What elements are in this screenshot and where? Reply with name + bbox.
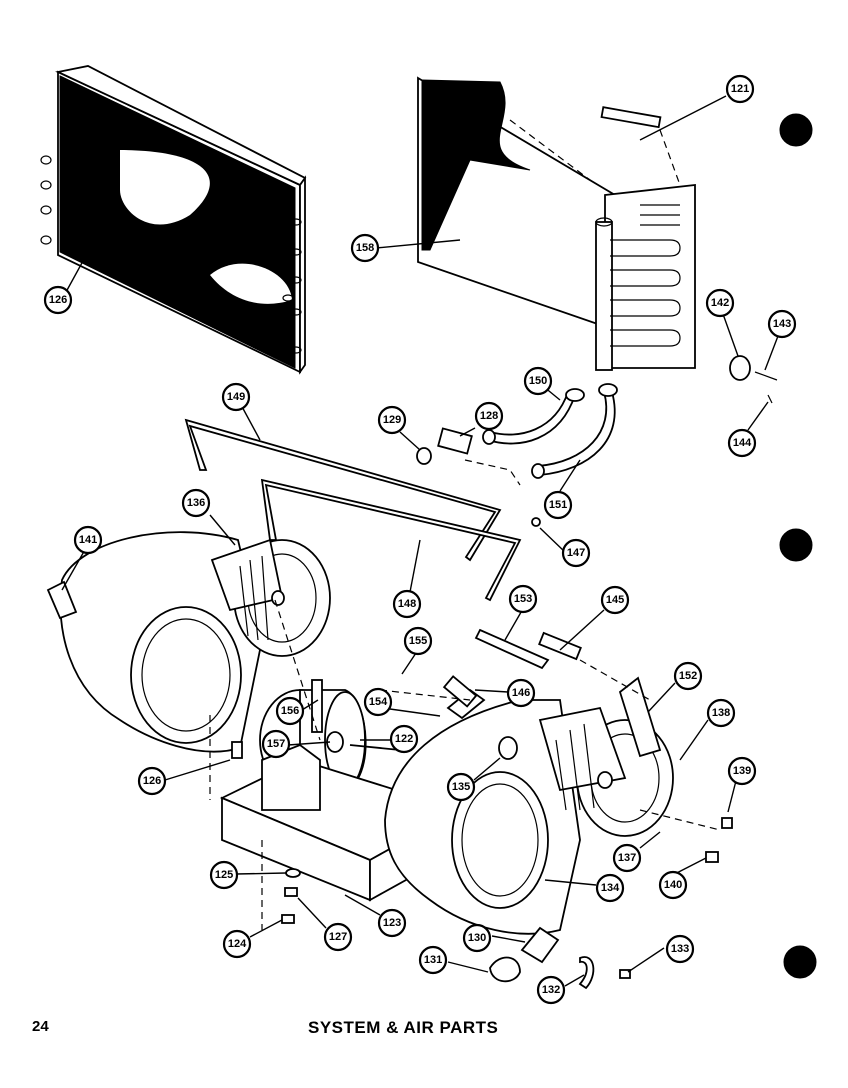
callout-154: 154: [363, 687, 393, 717]
svg-text:135: 135: [452, 781, 470, 793]
callout-153: 153: [508, 584, 538, 614]
callout-133: 133: [665, 934, 695, 964]
punch-hole-3: [783, 945, 817, 979]
svg-text:147: 147: [567, 547, 585, 559]
callout-130: 130: [462, 923, 492, 953]
svg-text:139: 139: [733, 765, 751, 777]
callout-129: 129: [377, 405, 407, 435]
svg-text:145: 145: [606, 594, 624, 606]
callout-142: 142: [705, 288, 735, 318]
callout-146: 146: [506, 678, 536, 708]
left-blower-wheel: [210, 538, 331, 657]
callout-136-left: 136: [181, 488, 211, 518]
callout-126-top: 126: [43, 285, 73, 315]
svg-text:154: 154: [369, 696, 388, 708]
callout-141: 141: [73, 525, 103, 555]
callout-150: 150: [523, 366, 553, 396]
svg-text:136: 136: [187, 497, 205, 509]
callout-157: 157: [261, 729, 291, 759]
page-number: 24: [32, 1018, 49, 1035]
svg-text:124: 124: [228, 938, 247, 950]
tubing: [416, 355, 778, 479]
svg-text:127: 127: [329, 931, 347, 943]
right-blower-wheel: [538, 676, 674, 837]
callout-152: 152: [673, 661, 703, 691]
svg-text:149: 149: [227, 391, 245, 403]
svg-text:143: 143: [773, 318, 791, 330]
svg-text:126: 126: [143, 775, 161, 787]
svg-text:128: 128: [480, 410, 498, 422]
callout-132: 132: [536, 975, 566, 1005]
callout-144: 144: [727, 428, 757, 458]
callout-136-right: 138: [706, 698, 736, 728]
punch-hole-2: [779, 528, 813, 562]
callout-148: 148: [392, 589, 422, 619]
page-caption: SYSTEM & AIR PARTS: [308, 1018, 499, 1037]
callout-121: 121: [725, 74, 755, 104]
svg-text:157: 157: [267, 738, 285, 750]
left-blower-housing: [46, 531, 263, 753]
svg-text:126: 126: [49, 294, 67, 306]
svg-text:155: 155: [409, 635, 427, 647]
callout-151: 151: [543, 490, 573, 520]
svg-text:134: 134: [601, 882, 620, 894]
svg-text:142: 142: [711, 297, 729, 309]
evaporator-coil: [417, 76, 696, 371]
callouts: 121 126 158 142 143 150 129 128 144 149 …: [43, 74, 797, 1005]
callout-137: 137: [612, 843, 642, 873]
condenser-coil: [40, 65, 307, 375]
svg-text:156: 156: [281, 705, 299, 717]
callout-155: 155: [403, 626, 433, 656]
svg-text:150: 150: [529, 375, 547, 387]
callout-143: 143: [767, 309, 797, 339]
svg-text:125: 125: [215, 869, 233, 881]
callout-131: 131: [418, 945, 448, 975]
svg-text:131: 131: [424, 954, 442, 966]
callout-124: 124: [222, 929, 252, 959]
callout-127: 127: [323, 922, 353, 952]
svg-text:123: 123: [383, 917, 401, 929]
punch-hole-1: [779, 113, 813, 147]
callout-123: 123: [377, 908, 407, 938]
small-parts: [231, 628, 733, 990]
leader-lines: [61, 95, 779, 987]
right-blower-housing: [384, 688, 581, 935]
callout-158: 158: [350, 233, 380, 263]
callout-135: 135: [446, 772, 476, 802]
callout-149: 149: [221, 382, 251, 412]
svg-text:137: 137: [618, 852, 636, 864]
callout-147: 147: [561, 538, 591, 568]
callout-145: 145: [600, 585, 630, 615]
rods: [184, 418, 541, 602]
callout-140: 140: [658, 870, 688, 900]
svg-text:153: 153: [514, 593, 532, 605]
assembly-lines: [209, 119, 721, 930]
svg-text:132: 132: [542, 984, 560, 996]
svg-text:146: 146: [512, 687, 530, 699]
svg-text:158: 158: [356, 242, 374, 254]
callout-128: 128: [474, 401, 504, 431]
svg-text:129: 129: [383, 414, 401, 426]
callout-156: 156: [275, 696, 305, 726]
svg-text:138: 138: [712, 707, 730, 719]
svg-text:122: 122: [395, 733, 413, 745]
svg-text:133: 133: [671, 943, 689, 955]
svg-text:140: 140: [664, 879, 682, 891]
svg-text:148: 148: [398, 598, 416, 610]
callout-139: 139: [727, 756, 757, 786]
svg-text:121: 121: [731, 83, 749, 95]
svg-text:152: 152: [679, 670, 697, 682]
svg-text:141: 141: [79, 534, 97, 546]
svg-text:144: 144: [733, 437, 752, 449]
callout-125: 125: [209, 860, 239, 890]
callout-126-bottom: 126: [137, 766, 167, 796]
callout-122: 122: [389, 724, 419, 754]
svg-text:151: 151: [549, 499, 567, 511]
svg-text:130: 130: [468, 932, 486, 944]
callout-134: 134: [595, 873, 625, 903]
